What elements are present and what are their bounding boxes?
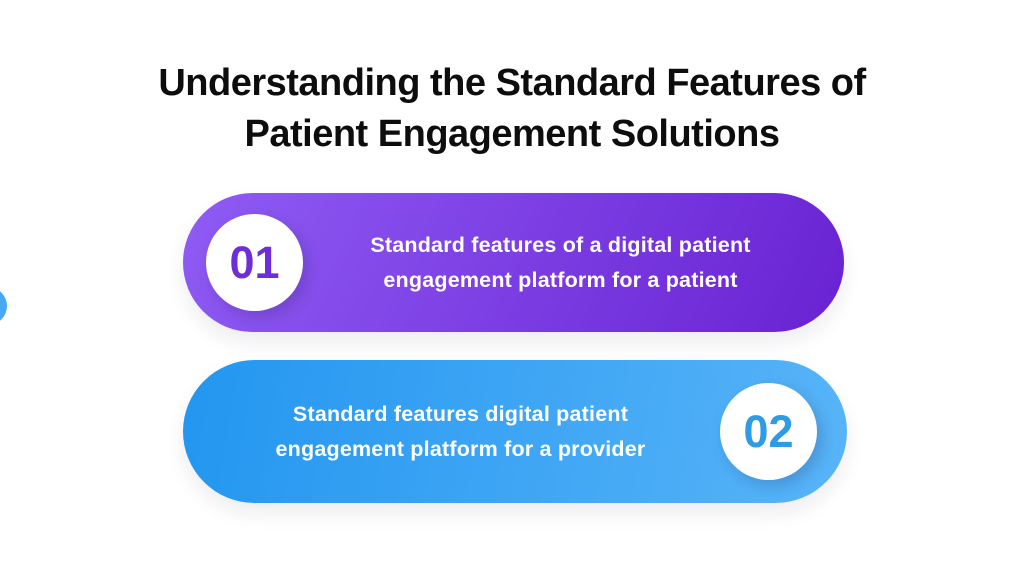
page-title-line2: Patient Engagement Solutions [244,113,780,155]
card-provider: Standard features digital patient engage… [183,360,847,503]
number-badge-02-label: 02 [743,405,794,457]
number-badge-02: 02 [720,383,817,480]
card-patient-text: Standard features of a digital patient e… [303,228,844,298]
number-badge-01-label: 01 [229,236,280,288]
card-patient: 01 Standard features of a digital patien… [183,193,844,332]
card-provider-text-line1: Standard features digital patient [292,401,629,426]
card-patient-text-line1: Standard features of a digital patient [370,232,751,257]
card-patient-text-line2: engagement platform for a patient [383,267,738,292]
card-provider-text-line2: engagement platform for a provider [275,436,646,461]
page-title-line1: Understanding the Standard Features of [158,62,866,104]
page-title: Understanding the Standard Features of P… [0,58,1024,160]
card-provider-text: Standard features digital patient engage… [183,397,720,467]
number-badge-01: 01 [206,214,303,311]
edge-accent-dot [0,287,7,325]
